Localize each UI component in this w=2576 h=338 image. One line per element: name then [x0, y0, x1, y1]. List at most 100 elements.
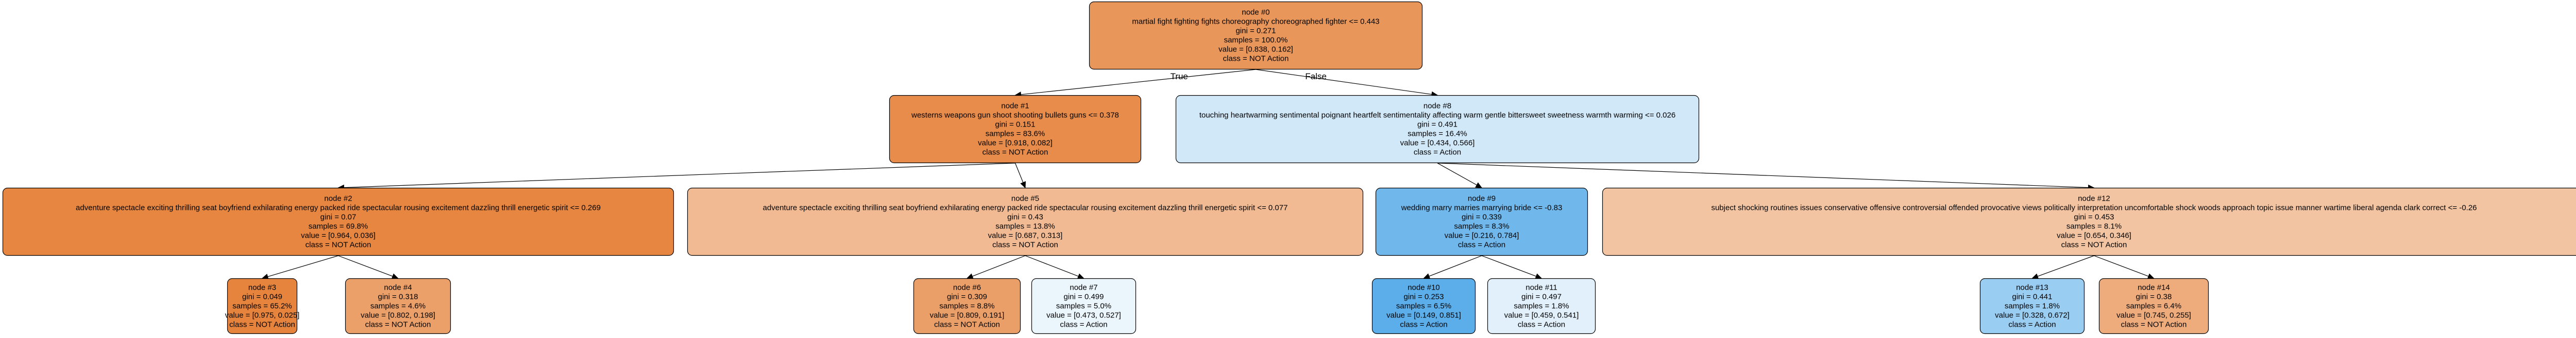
node-text-line: value = [0.328, 0.672] [1995, 311, 2070, 320]
tree-edge-9-11 [1481, 255, 1543, 279]
node-text-line: value = [0.654, 0.346] [2057, 232, 2131, 240]
node-text-line: class = NOT Action [982, 148, 1048, 157]
node-text-line: samples = 16.4% [1408, 130, 1467, 138]
edge-label: True [1171, 72, 1188, 81]
node-text-line: samples = 5.0% [1056, 302, 1111, 311]
node-text-line: value = [0.434, 0.566] [1400, 139, 1475, 148]
node-text-line: gini = 0.049 [242, 293, 282, 301]
node-text-line: adventure spectacle exciting thrilling s… [76, 204, 601, 212]
edge-arrowhead [2147, 273, 2155, 279]
node-text-line: class = Action [1060, 321, 1107, 329]
node-box [345, 278, 451, 334]
node-text-line: samples = 1.8% [1514, 302, 1569, 311]
node-text-line: value = [0.975, 0.025] [225, 311, 300, 320]
node-text-line: value = [0.838, 0.162] [1218, 45, 1293, 54]
node-text-line: node #8 [1423, 102, 1451, 111]
node-text-line: gini = 0.497 [1521, 293, 1562, 301]
node-text-line: value = [0.149, 0.851] [1386, 311, 1461, 320]
edge-line [1014, 163, 1024, 183]
node-text-line: node #14 [2138, 283, 2170, 292]
node-text-line: samples = 65.2% [232, 302, 292, 311]
node-text-line: gini = 0.151 [995, 120, 1036, 129]
edge-line [1021, 69, 1256, 95]
node-box [1979, 278, 2085, 334]
node-text-line: class = Action [1400, 321, 1447, 329]
node-text-line: class = NOT Action [2061, 241, 2127, 250]
node-text-line: class = Action [1518, 321, 1565, 329]
edge-arrowhead [1535, 273, 1543, 279]
node-text-line: class = NOT Action [306, 241, 371, 250]
node-text-line: gini = 0.318 [378, 293, 418, 301]
node-text-line: node #2 [324, 194, 352, 203]
node-text-line: node #9 [1468, 194, 1496, 203]
tree-edge-0-1: True [1014, 69, 1256, 98]
node-box [1175, 95, 1700, 164]
node-box [1487, 278, 1596, 334]
node-box [227, 278, 298, 334]
edge-arrowhead [966, 273, 974, 279]
node-text-line: wedding marry marries marrying bride <= … [1401, 204, 1563, 212]
node-text-line: class = Action [2008, 321, 2056, 329]
node-text-line: gini = 0.07 [320, 213, 357, 222]
edge-arrowhead [391, 273, 399, 279]
edge-line [1256, 69, 1432, 95]
node-text-line: gini = 0.43 [1007, 213, 1043, 222]
node-text-line: westerns weapons gun shoot shooting bull… [911, 111, 1119, 120]
tree-edge-8-9 [1437, 163, 1483, 188]
edge-line [1481, 255, 1536, 277]
node-text-line: value = [0.918, 0.082] [978, 139, 1053, 148]
node-text-line: value = [0.687, 0.313] [988, 232, 1063, 240]
node-box [2, 187, 674, 256]
tree-edge-1-5 [1014, 163, 1026, 189]
node-text-line: value = [0.216, 0.784] [1445, 232, 1519, 240]
node-text-line: class = NOT Action [1223, 55, 1289, 63]
tree-edge-5-6 [966, 255, 1026, 279]
node-text-line: gini = 0.38 [2136, 293, 2172, 301]
node-text-line: node #6 [953, 283, 981, 292]
tree-edge-2-4 [338, 255, 399, 279]
edge-line [1437, 163, 1477, 186]
node-text-line: value = [0.802, 0.198] [361, 311, 435, 320]
tree-edge-5-7 [1025, 255, 1084, 279]
node-text-line: adventure spectacle exciting thrilling s… [763, 204, 1288, 212]
edge-line [338, 255, 393, 277]
node-text-line: node #3 [248, 283, 276, 292]
node-text-line: samples = 100.0% [1224, 36, 1288, 45]
node-text-line: samples = 8.8% [939, 302, 994, 311]
node-text-line: gini = 0.253 [1404, 293, 1444, 301]
tree-edge-12-14 [2094, 255, 2155, 279]
node-text-line: samples = 83.6% [986, 130, 1045, 138]
edge-line [972, 255, 1026, 277]
node-text-line: gini = 0.339 [1462, 213, 1502, 222]
node-text-line: samples = 8.1% [2066, 222, 2122, 231]
tree-edge-9-10 [1423, 255, 1482, 279]
node-box [1371, 278, 1476, 334]
edge-line [1437, 163, 2089, 188]
node-text-line: gini = 0.499 [1064, 293, 1104, 301]
node-text-line: node #0 [1242, 8, 1269, 17]
node-text-line: gini = 0.441 [2012, 293, 2053, 301]
node-text-line: gini = 0.453 [2074, 213, 2114, 222]
node-text-line: samples = 8.3% [1454, 222, 1509, 231]
node-text-line: samples = 4.6% [370, 302, 426, 311]
node-text-line: subject shocking routines issues conserv… [1711, 204, 2477, 212]
node-text-line: gini = 0.271 [1236, 27, 1276, 35]
node-text-line: node #7 [1070, 283, 1097, 292]
node-text-line: samples = 13.8% [995, 222, 1055, 231]
node-box [1089, 1, 1423, 70]
node-text-line: node #10 [1408, 283, 1440, 292]
node-text-line: node #1 [1001, 102, 1029, 111]
node-text-line: gini = 0.309 [947, 293, 987, 301]
edge-line [1429, 255, 1482, 277]
